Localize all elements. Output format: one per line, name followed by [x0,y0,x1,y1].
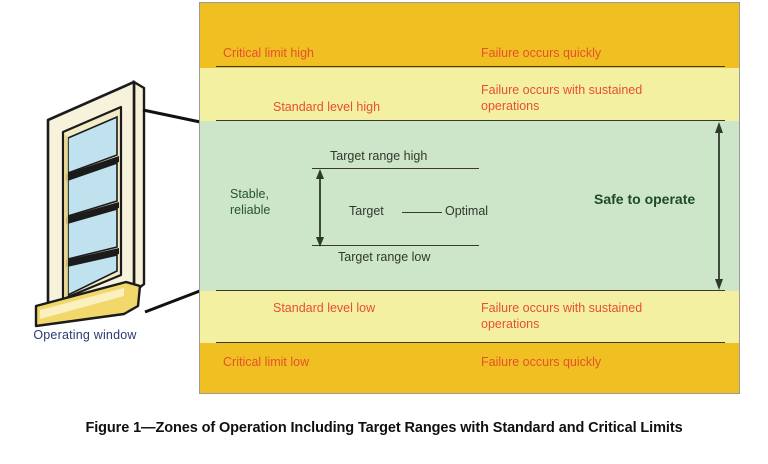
label-target-range-high: Target range high [330,149,428,163]
zone-band-critical-high [200,3,739,68]
zones-diagram: Critical limit high Failure occurs quick… [199,2,740,394]
label-critical-limit-low: Critical limit low [223,355,310,369]
label-failure-sustained-high: Failure occurs with sustained operations [481,83,643,113]
label-optimal: Optimal [445,204,489,218]
window-muntin-2 [66,202,119,224]
safe-zone-span-arrow [715,122,723,290]
label-failure-quickly-low: Failure occurs quickly [481,355,602,369]
window-drawing [34,79,146,328]
label-critical-limit-high: Critical limit high [223,46,314,60]
boundary-standard-high [216,120,725,121]
target-range-arrow [316,169,324,247]
label-stable-reliable: Stable, reliable [230,187,271,217]
operating-window-caption: Operating window [33,328,137,342]
window-sill-top [40,288,124,319]
window-frame-depth [132,79,146,295]
zone-band-safe [200,121,739,291]
target-range-high-rule [312,168,479,169]
label-safe-to-operate: Safe to operate [594,191,696,207]
label-failure-quickly-high: Failure occurs quickly [481,46,602,60]
zone-band-critical-low [200,343,739,393]
operating-window-illustration [18,70,168,330]
boundary-critical-low [216,342,725,343]
window-frame-highlight [64,134,68,298]
label-target-range-low: Target range low [338,250,431,264]
boundary-critical-high [216,66,725,67]
window-muntin-3 [66,248,119,267]
label-target: Target [349,204,384,218]
boundary-standard-low [216,290,725,291]
zone-band-standard-high [200,68,739,121]
label-failure-sustained-low: Failure occurs with sustained operations [481,301,643,331]
figure-caption: Figure 1—Zones of Operation Including Ta… [85,420,683,436]
label-standard-level-low: Standard level low [273,301,376,315]
optimal-connector [402,212,442,213]
target-range-low-rule [312,245,479,246]
zone-band-standard-low [200,291,739,343]
window-muntin-1 [66,156,119,181]
label-standard-level-high: Standard level high [273,100,381,114]
